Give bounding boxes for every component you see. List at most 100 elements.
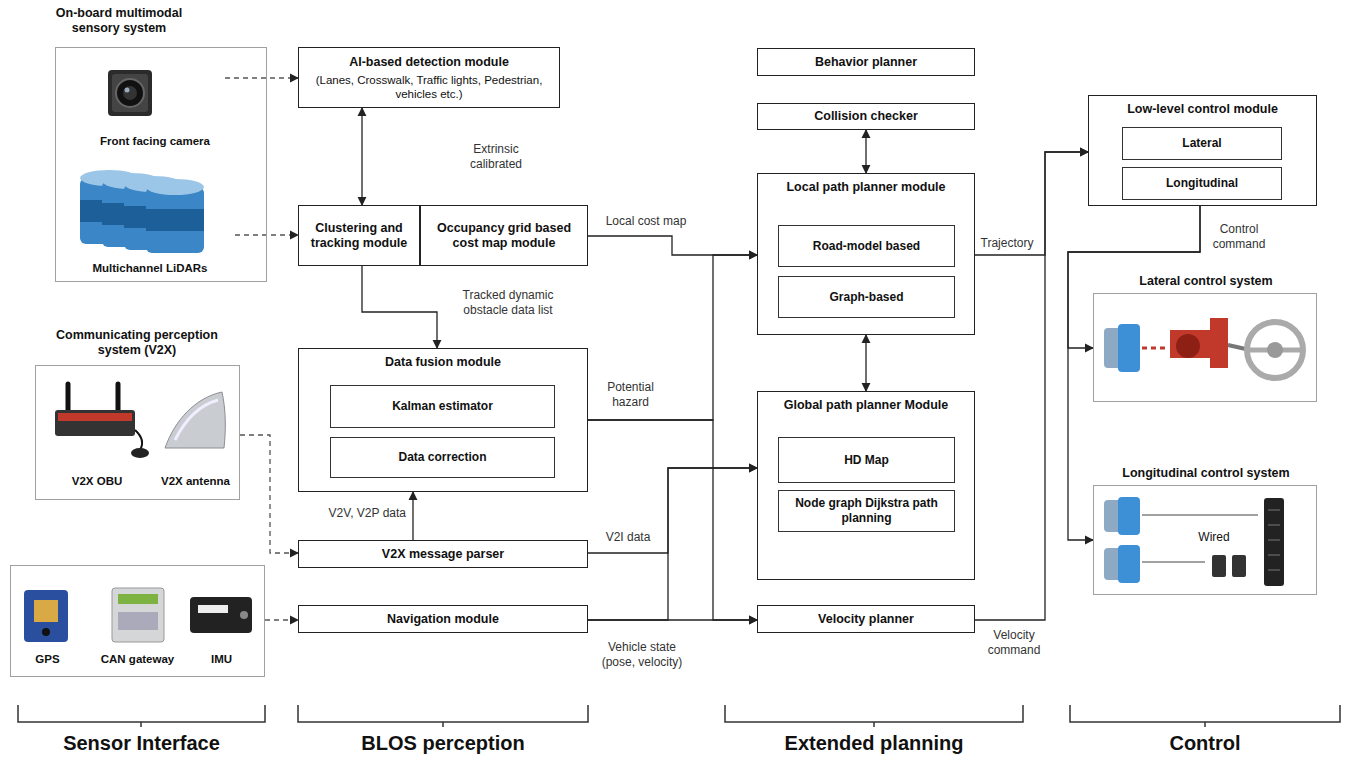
v2x-obu-icon (55, 384, 149, 458)
lidar-icon (80, 170, 204, 253)
submodule-box: Node graph Dijkstra path planning (778, 490, 955, 532)
data-flow-arrow (588, 236, 757, 255)
illustration-part (118, 594, 158, 604)
imu-icon (190, 597, 252, 633)
illustration-part (146, 209, 204, 231)
illustration-part (1264, 498, 1284, 586)
node-label: Local path planner module (763, 180, 969, 195)
illustration-part (123, 86, 137, 100)
connector-label: V2I data (598, 530, 658, 545)
gps-icon (24, 590, 68, 642)
camera-icon (108, 70, 152, 116)
can-device: CAN gateway (95, 580, 180, 668)
illustration-part (135, 430, 142, 450)
submodule-box: Longitudinal (1122, 167, 1282, 200)
process-box: Occupancy grid based cost map module (420, 205, 588, 266)
node-label: Lateral (1129, 136, 1275, 151)
obu-device: V2X OBU (42, 378, 152, 490)
illustration-part (125, 88, 130, 93)
node-label: CAN gateway (95, 652, 180, 666)
node-label: AI-based detection module (304, 55, 554, 70)
section-brackets (18, 705, 1340, 727)
connector-label: Vehicle state (pose, velocity) (592, 640, 692, 670)
illustration-part (1176, 334, 1200, 358)
connector-label: Velocity command (985, 628, 1043, 658)
illustration-part (1142, 347, 1168, 350)
section-label: Sensor Interface (18, 731, 265, 755)
illustration-part (1142, 514, 1258, 515)
node-label: Data correction (337, 450, 548, 465)
imu-device: IMU (183, 580, 260, 668)
lidar-sensor: Multichannel LiDARs (65, 160, 235, 277)
section-label: BLOS perception (298, 731, 588, 755)
illustration-part (18, 705, 265, 727)
node-label: V2X message parser (304, 547, 582, 562)
submodule-box: Kalman estimator (330, 385, 555, 428)
illustration-part (118, 612, 158, 630)
illustration-part (165, 392, 225, 448)
illustration-part (1268, 555, 1280, 556)
module-group: Data fusion moduleKalman estimatorData c… (298, 348, 588, 492)
connector-label: Local cost map (596, 214, 696, 229)
illustration-part (190, 597, 252, 633)
process-box: Navigation module (298, 605, 588, 633)
node-label: Data fusion module (304, 355, 582, 370)
can-gateway-icon (112, 588, 164, 642)
process-box: Velocity planner (757, 605, 975, 633)
illustration-part (108, 70, 152, 116)
node-label: Low-level control module (1094, 102, 1311, 117)
illustration-part (1268, 510, 1280, 511)
data-flow-arrow (588, 420, 757, 620)
data-flow-arrow (412, 492, 413, 540)
illustration-part (1212, 555, 1226, 577)
illustration-part (1267, 342, 1283, 358)
illustration-part (116, 79, 144, 107)
illustration-part (1118, 545, 1140, 583)
node-label: Node graph Dijkstra path planning (785, 496, 948, 526)
illustration-part (1232, 555, 1246, 577)
antenna-device: V2X antenna (153, 378, 238, 490)
data-flow-arrow (975, 152, 1088, 620)
v2x-antenna-icon (165, 392, 225, 448)
node-label: HD Map (785, 453, 948, 468)
illustration-part (66, 384, 71, 412)
illustration-part (1268, 525, 1280, 526)
illustration-part (1142, 561, 1205, 562)
submodule-box: Road-model based (778, 225, 955, 267)
data-flow-arrow (1068, 206, 1200, 540)
illustration-part (112, 74, 148, 112)
illustration-part (42, 628, 50, 636)
node-label: Front facing camera (85, 134, 225, 148)
v2x-group: Communicating perception system (V2X)V2X… (35, 365, 240, 500)
section-label: Control (1070, 731, 1340, 755)
illustration-part (198, 605, 228, 613)
illustration-part (55, 410, 135, 436)
sensor-link (240, 435, 298, 553)
process-box: AI-based detection module (Lanes, Crosswa… (298, 47, 560, 108)
section-label: Extended planning (725, 731, 1023, 755)
data-flow-arrow (975, 152, 1088, 255)
node-body: (Lanes, Crosswalk, Traffic lights, Pedes… (304, 73, 554, 101)
node-label: Communicating perception system (V2X) (47, 328, 227, 358)
module-group: Local path planner moduleRoad-model base… (757, 173, 975, 335)
process-box: Behavior planner (757, 48, 975, 76)
connector-label: Trajectory (979, 236, 1035, 251)
submodule-box: Lateral (1122, 127, 1282, 160)
module-group: Low-level control moduleLateralLongitudi… (1088, 95, 1317, 206)
node-label: V2X antenna (153, 474, 238, 488)
illustration-part (725, 705, 1023, 727)
illustration-part (240, 611, 248, 619)
illustration-part (1268, 540, 1280, 541)
data-flow-arrow (588, 255, 757, 420)
node-label: Occupancy grid based cost map module (426, 221, 582, 251)
node-label: Longitudinal control system (1094, 466, 1318, 481)
illustration-part (1268, 570, 1280, 571)
illustration-part (116, 384, 121, 412)
process-box: Collision checker (757, 103, 975, 130)
lateral-actuator-illustration (1104, 318, 1303, 378)
node-label: Clustering and tracking module (304, 221, 414, 251)
sensor-group: On-board multimodal sensory systemFront … (55, 47, 267, 282)
node-label: On-board multimodal sensory system (49, 6, 189, 36)
node-label: GPS (15, 652, 80, 666)
data-flow-arrow (588, 468, 757, 620)
